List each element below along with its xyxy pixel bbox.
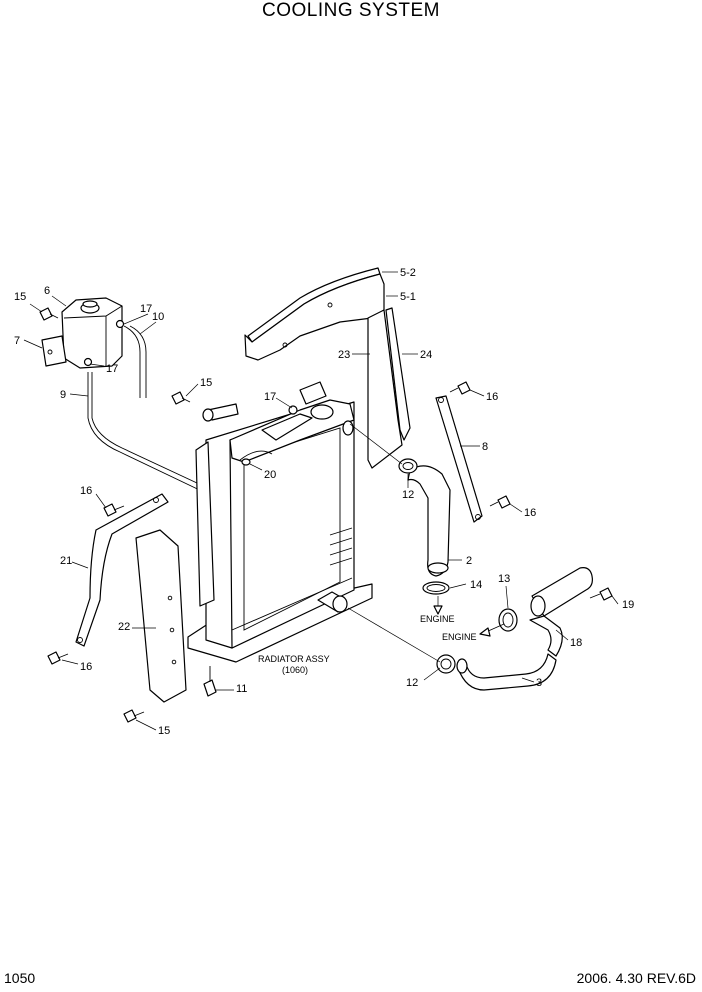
bolt-16-right [489,495,511,509]
pipe-18 [529,567,593,657]
bracket-20 [239,450,273,466]
callout-8: 8 [482,441,488,453]
radiator-assembly [187,381,373,663]
callout-9: 9 [60,389,66,401]
hose-clamp-13 [498,608,518,632]
callout-14: 14 [470,579,482,591]
engine-label-lower: ENGINE [442,632,477,642]
shroud-bracket-5-1 [244,273,385,361]
bolt-16-bottom [47,651,69,665]
callout-16: 16 [524,507,536,519]
stay-bracket-8 [435,395,483,523]
cover-plate-22 [135,529,187,703]
callout-7: 7 [14,335,20,347]
clip-17-radiator [288,405,298,415]
callout-17: 17 [264,391,276,403]
callout-12: 12 [402,489,414,501]
callout-21: 21 [60,555,72,567]
callout-5-2: 5-2 [400,267,416,279]
callout-10: 10 [152,311,164,323]
radiator-assy-number: (1060) [282,665,308,675]
engine-label-upper: ENGINE [420,614,455,624]
bolt-16-left [103,503,125,517]
bolt-15-bottom [123,709,145,723]
bolt-15-radiator [171,391,191,405]
callout-2: 2 [466,555,472,567]
overflow-hose-10 [123,325,147,398]
callout-6: 6 [44,285,50,297]
bolt-15-tank [39,307,59,321]
bolt-19 [589,587,613,601]
hose-clamp-12-lower [436,654,456,674]
callout-16: 16 [80,485,92,497]
page-title: COOLING SYSTEM [261,0,441,21]
stay-bracket-21 [75,493,169,647]
bolt-16-top [449,381,471,395]
revision-date: 2006. 4.30 REV.6D [576,970,696,986]
callout-15: 15 [200,377,212,389]
mounting-bracket-7 [41,335,67,367]
hose-clamp-12-upper [398,458,418,474]
radiator-assy-label: RADIATOR ASSY [258,654,330,664]
callout-20: 20 [264,469,276,481]
callout-5-1: 5-1 [400,291,416,303]
page-number: 1050 [4,970,36,986]
callout-18: 18 [570,637,582,649]
callout-17: 17 [140,303,152,315]
callout-15: 15 [14,291,26,303]
callout-13: 13 [498,573,510,585]
callout-16: 16 [486,391,498,403]
bolt-11 [203,666,217,697]
side-panel-23 [367,309,403,469]
upper-hose-2 [407,465,451,577]
callout-12: 12 [406,677,418,689]
clip-17-tank [83,319,125,367]
hose-clamp-14 [422,581,450,595]
leader-lines [23,271,619,731]
callout-17: 17 [106,363,118,375]
callout-11: 11 [236,683,247,695]
callout-22: 22 [118,621,130,633]
callout-24: 24 [420,349,432,361]
callout-19: 19 [622,599,634,611]
callout-3: 3 [536,677,542,689]
callout-16: 16 [80,661,92,673]
callout-23: 23 [338,349,350,361]
callout-15: 15 [158,725,170,737]
seal-strip-24 [385,307,411,441]
reservoir-tank-6 [61,297,123,369]
